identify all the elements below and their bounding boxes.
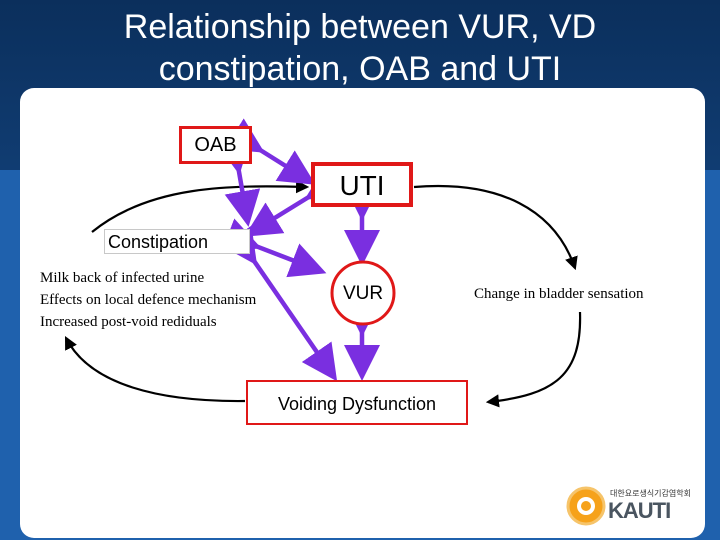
curve-voiding-to-left [64, 336, 246, 403]
oab-node: OAB [179, 126, 252, 164]
logo-brand-text: KAUTI [608, 498, 671, 523]
note-left-2: Effects on local defence mechanism [40, 292, 257, 308]
voiding-dysfunction-node: Voiding Dysfunction [246, 380, 468, 425]
uti-node: UTI [311, 162, 413, 207]
arrow-constipation-vur [221, 218, 327, 278]
slide-title: Relationship between VUR, VD constipatio… [0, 6, 720, 90]
kauti-emblem-icon [566, 486, 606, 526]
arrow-constipation-voiding [221, 225, 338, 382]
voiding-dysfunction-label: Voiding Dysfunction [277, 394, 437, 414]
curve-left-to-uti [91, 180, 310, 233]
logo-korean-text: 대한요로생식기감염학회 [610, 489, 691, 498]
arrow-oab-uti [224, 118, 316, 185]
title-line-2: constipation, OAB and UTI [158, 50, 562, 88]
constipation-label: Constipation [108, 232, 209, 252]
uti-label: UTI [339, 170, 385, 201]
vur-label: VUR [342, 283, 384, 304]
note-left-1: Milk back of infected urine [40, 270, 205, 286]
arrow-uti-constipation [244, 165, 345, 237]
note-right: Change in bladder sensation [474, 286, 644, 302]
vur-node [330, 260, 396, 326]
oab-label: OAB [194, 134, 237, 156]
note-left-3: Increased post-void rediduals [40, 314, 217, 330]
curve-uti-to-right [413, 184, 578, 271]
curve-right-to-voiding [485, 311, 582, 408]
arrow-oab-constipation [215, 136, 261, 227]
constipation-node: Constipation [104, 229, 250, 254]
title-line-1: Relationship between VUR, VD [123, 8, 597, 46]
